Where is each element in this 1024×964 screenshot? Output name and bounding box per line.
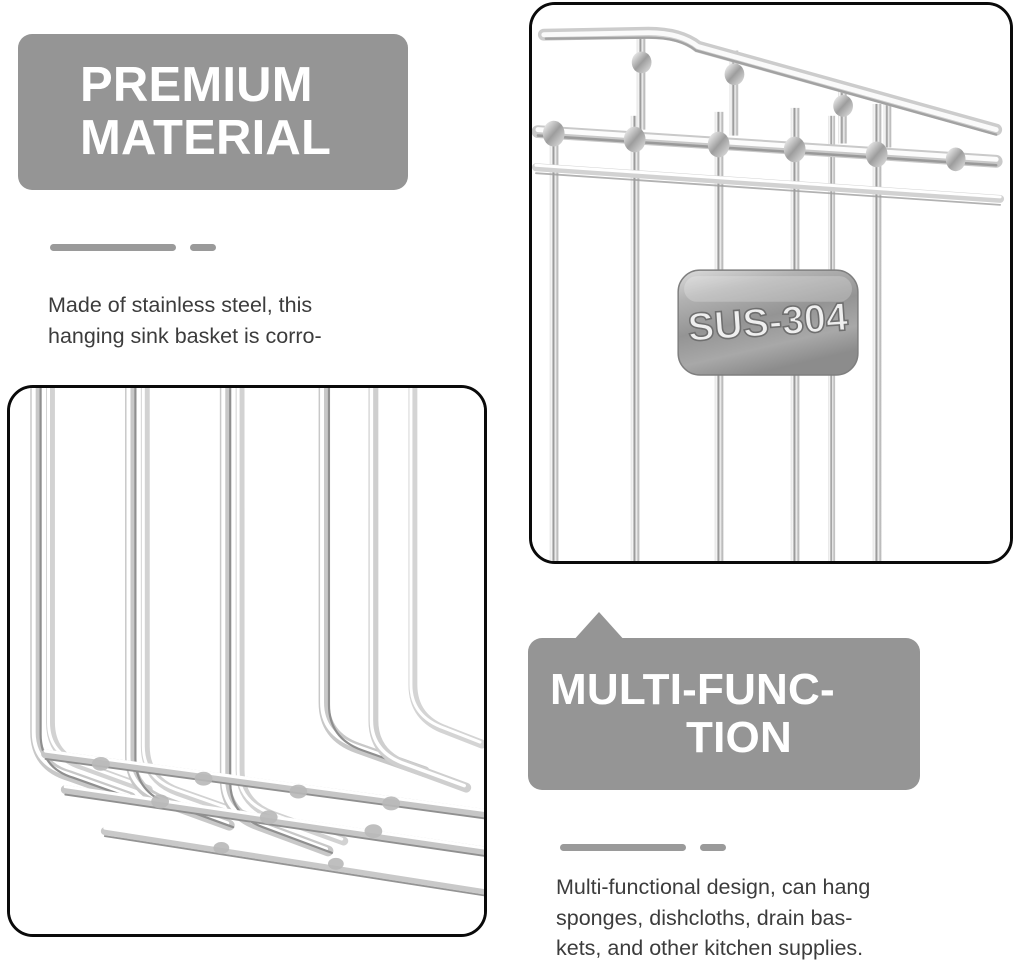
- top-diagonal-rail: [537, 26, 1003, 136]
- premium-material-heading-line-2: MATERIAL: [80, 111, 332, 165]
- premium-material-callout: PREMIUM MATERIAL: [18, 34, 408, 190]
- multi-function-heading-line-2: TION: [686, 713, 792, 762]
- lower-perspective-rail: [532, 163, 1005, 206]
- product-photo-basket-frame: [7, 385, 487, 937]
- multi-function-callout: MULTI-FUNC- TION: [528, 638, 920, 790]
- premium-divider-long-rule: [50, 244, 176, 251]
- horizontal-rim-rail: [532, 125, 1003, 168]
- premium-material-heading-line-1: PREMIUM: [80, 58, 313, 113]
- premium-material-heading: PREMIUM MATERIAL: [18, 59, 408, 165]
- sus-304-tag: SUS-304: [677, 269, 859, 376]
- weld-joints: [542, 51, 966, 172]
- bottom-weld-joints: [91, 756, 401, 870]
- multi-function-divider-short-rule: [700, 844, 726, 851]
- product-photo-rim-closeup: SUS-304: [529, 2, 1013, 564]
- premium-material-body-text: Made of stainless steel, this hanging si…: [48, 293, 322, 348]
- rim-closeup-illustration: SUS-304: [532, 5, 1010, 561]
- multi-function-bubble-pointer-icon: [572, 612, 626, 642]
- multi-function-heading: MULTI-FUNC- TION: [528, 666, 920, 761]
- multi-function-divider-long-rule: [560, 844, 686, 851]
- premium-divider-short-rule: [190, 244, 216, 251]
- basket-frame-illustration: [10, 388, 484, 934]
- multi-function-heading-line-1: MULTI-FUNC-: [550, 665, 835, 715]
- multi-function-body-text: Multi-functional design, can hang sponge…: [556, 875, 871, 961]
